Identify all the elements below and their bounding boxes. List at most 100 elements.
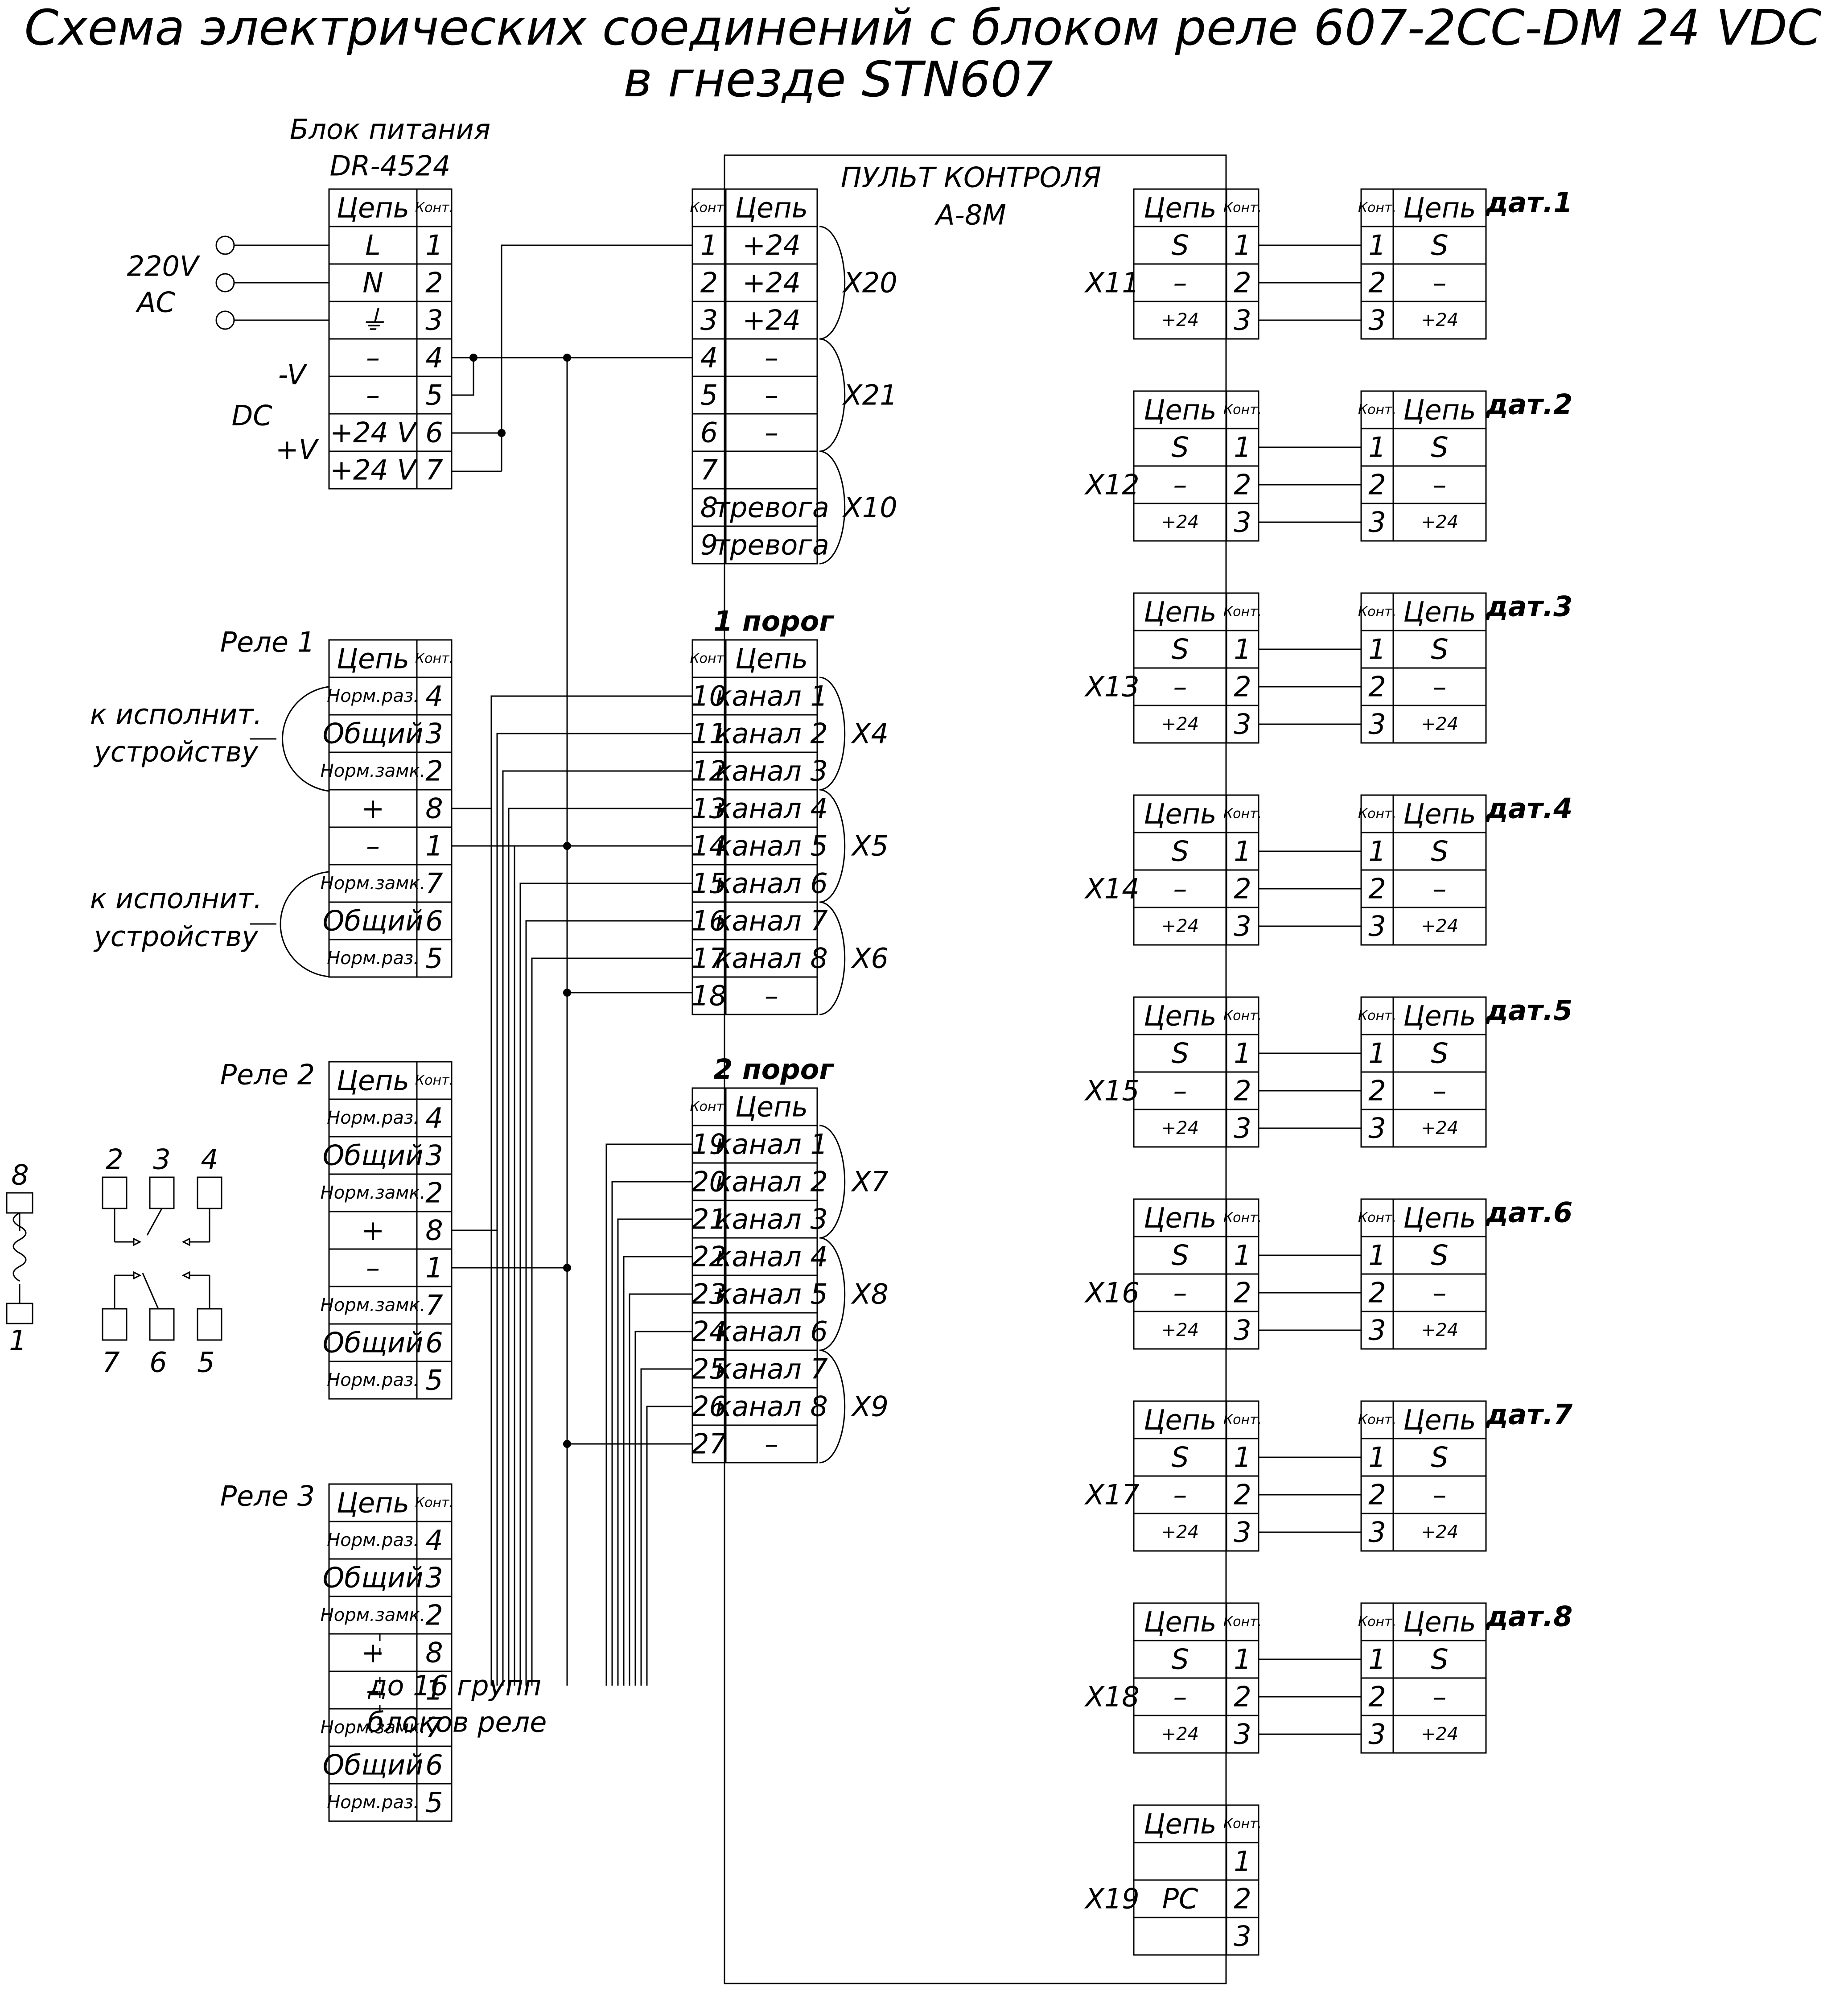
- table-cell: +24: [1161, 310, 1199, 330]
- device-bracket: [280, 871, 329, 977]
- channel-wire: [514, 845, 692, 1686]
- channel-wire: [508, 808, 692, 1686]
- table-cell: ⏚: [359, 304, 387, 337]
- junction-dot: [469, 354, 477, 362]
- table-cell: S: [1431, 1643, 1448, 1676]
- group-bracket: [819, 338, 846, 452]
- table-cell: –: [765, 342, 778, 374]
- table-cell: 3: [1368, 1516, 1386, 1549]
- table-cell: 1: [1234, 1037, 1251, 1070]
- table-cell: 22: [691, 1241, 727, 1273]
- table-cell: канал 8: [715, 1390, 828, 1423]
- table-cell: 1: [1368, 431, 1386, 464]
- table-header: Цепь: [337, 643, 409, 675]
- table-cell: 18: [691, 980, 727, 1012]
- connector-group-label: X8: [851, 1278, 889, 1311]
- table-cell: 2: [425, 1599, 443, 1632]
- table-cell: 17: [691, 942, 727, 975]
- table-header: Цепь: [1144, 1000, 1216, 1032]
- table-cell: 12: [691, 755, 727, 788]
- group-bracket: [819, 901, 846, 1015]
- threshold2-label: 2 порог: [713, 1053, 835, 1086]
- contact-arrow-icon: [133, 1271, 142, 1280]
- table-cell: 2: [1368, 671, 1386, 703]
- pin-label: 1: [9, 1324, 26, 1357]
- pin-box: [149, 1176, 175, 1209]
- table-cell: 6: [700, 416, 718, 449]
- connector-group-label: X20: [842, 267, 897, 299]
- sensor-label: дат.8: [1486, 1600, 1573, 1633]
- table-cell: 3: [425, 717, 443, 750]
- table-header: Конт.: [690, 651, 728, 667]
- table-cell: канал 4: [715, 792, 828, 825]
- table-cell: Норм.раз.: [327, 1792, 419, 1813]
- connector-group-label: X5: [851, 830, 889, 862]
- channel-wire: [623, 1256, 692, 1686]
- table-cell: +24: [1161, 714, 1199, 734]
- table-cell: 3: [1234, 506, 1251, 539]
- table-cell: –: [1173, 1075, 1187, 1107]
- channel-wire: [629, 1293, 692, 1686]
- table-header: Цепь: [1403, 1202, 1476, 1234]
- pin-label: 8: [11, 1159, 29, 1192]
- table-header: Конт.: [1358, 402, 1396, 418]
- table-cell: канал 4: [715, 1241, 828, 1273]
- table-cell: 14: [691, 830, 727, 862]
- table-cell: 1: [1368, 1441, 1386, 1474]
- device-bracket: [282, 686, 329, 792]
- table-header: Конт.: [1223, 806, 1262, 822]
- table-cell: 3: [1234, 910, 1251, 943]
- table-cell: –: [366, 379, 380, 412]
- sensor-label: дат.4: [1486, 792, 1573, 825]
- table-cell: –: [1173, 1479, 1187, 1511]
- relay-title: Реле 2: [220, 1059, 315, 1091]
- table-cell: +: [362, 1637, 385, 1669]
- table-cell: канал 2: [715, 1166, 828, 1198]
- table-header: Цепь: [1144, 596, 1216, 628]
- table-cell: –: [765, 1428, 778, 1460]
- table-cell: 2: [1368, 267, 1386, 299]
- table-header: Конт.: [690, 1099, 728, 1115]
- table-cell: 3: [425, 1139, 443, 1172]
- table-cell: 2: [1234, 1883, 1251, 1915]
- channel-wire: [502, 770, 692, 1686]
- pin-box: [197, 1308, 222, 1341]
- table-cell: 21: [691, 1203, 727, 1236]
- table-cell: 2: [1368, 1075, 1386, 1107]
- table-cell: S: [1171, 431, 1189, 464]
- pin-box: [6, 1192, 33, 1214]
- table-cell: +24: [1421, 916, 1458, 936]
- table-cell: 6: [425, 1749, 443, 1781]
- table-cell: 2: [425, 755, 443, 788]
- ac-label: AC: [135, 286, 175, 319]
- table-cell: 5: [425, 942, 443, 975]
- table-cell: –: [1173, 267, 1187, 299]
- junction-dot: [563, 1440, 571, 1448]
- table-cell: 3: [425, 304, 443, 337]
- table-header: Цепь: [1403, 1606, 1476, 1638]
- ac-terminal-icon: [215, 273, 235, 293]
- table-cell: 1: [1368, 633, 1386, 666]
- table-cell: 1: [1234, 431, 1251, 464]
- table-header: Цепь: [1403, 1000, 1476, 1032]
- threshold1-label: 1 порог: [713, 605, 835, 638]
- table-cell: –: [1173, 1681, 1187, 1713]
- table-cell: S: [1431, 1239, 1448, 1272]
- table-cell: 2: [1234, 469, 1251, 501]
- connector-group-label: X9: [851, 1390, 889, 1423]
- table-cell: –: [366, 830, 380, 862]
- table-cell: Норм.замк.: [321, 1183, 426, 1203]
- diagram-subtitle: в гнезде STN607: [623, 51, 1053, 108]
- table-cell: –: [1433, 1681, 1447, 1713]
- table-cell: S: [1171, 835, 1189, 868]
- table-header: Цепь: [337, 1064, 409, 1097]
- to-device-label: к исполнит.: [90, 698, 262, 731]
- table-cell: +: [362, 792, 385, 825]
- channel-wire: [646, 1406, 692, 1686]
- table-cell: 5: [700, 379, 718, 412]
- channel-wire: [531, 957, 692, 1686]
- table-cell: +24: [1421, 512, 1458, 532]
- table-cell: +24: [1421, 1724, 1458, 1744]
- pin-label: 5: [197, 1346, 214, 1379]
- table-cell: 2: [1234, 267, 1251, 299]
